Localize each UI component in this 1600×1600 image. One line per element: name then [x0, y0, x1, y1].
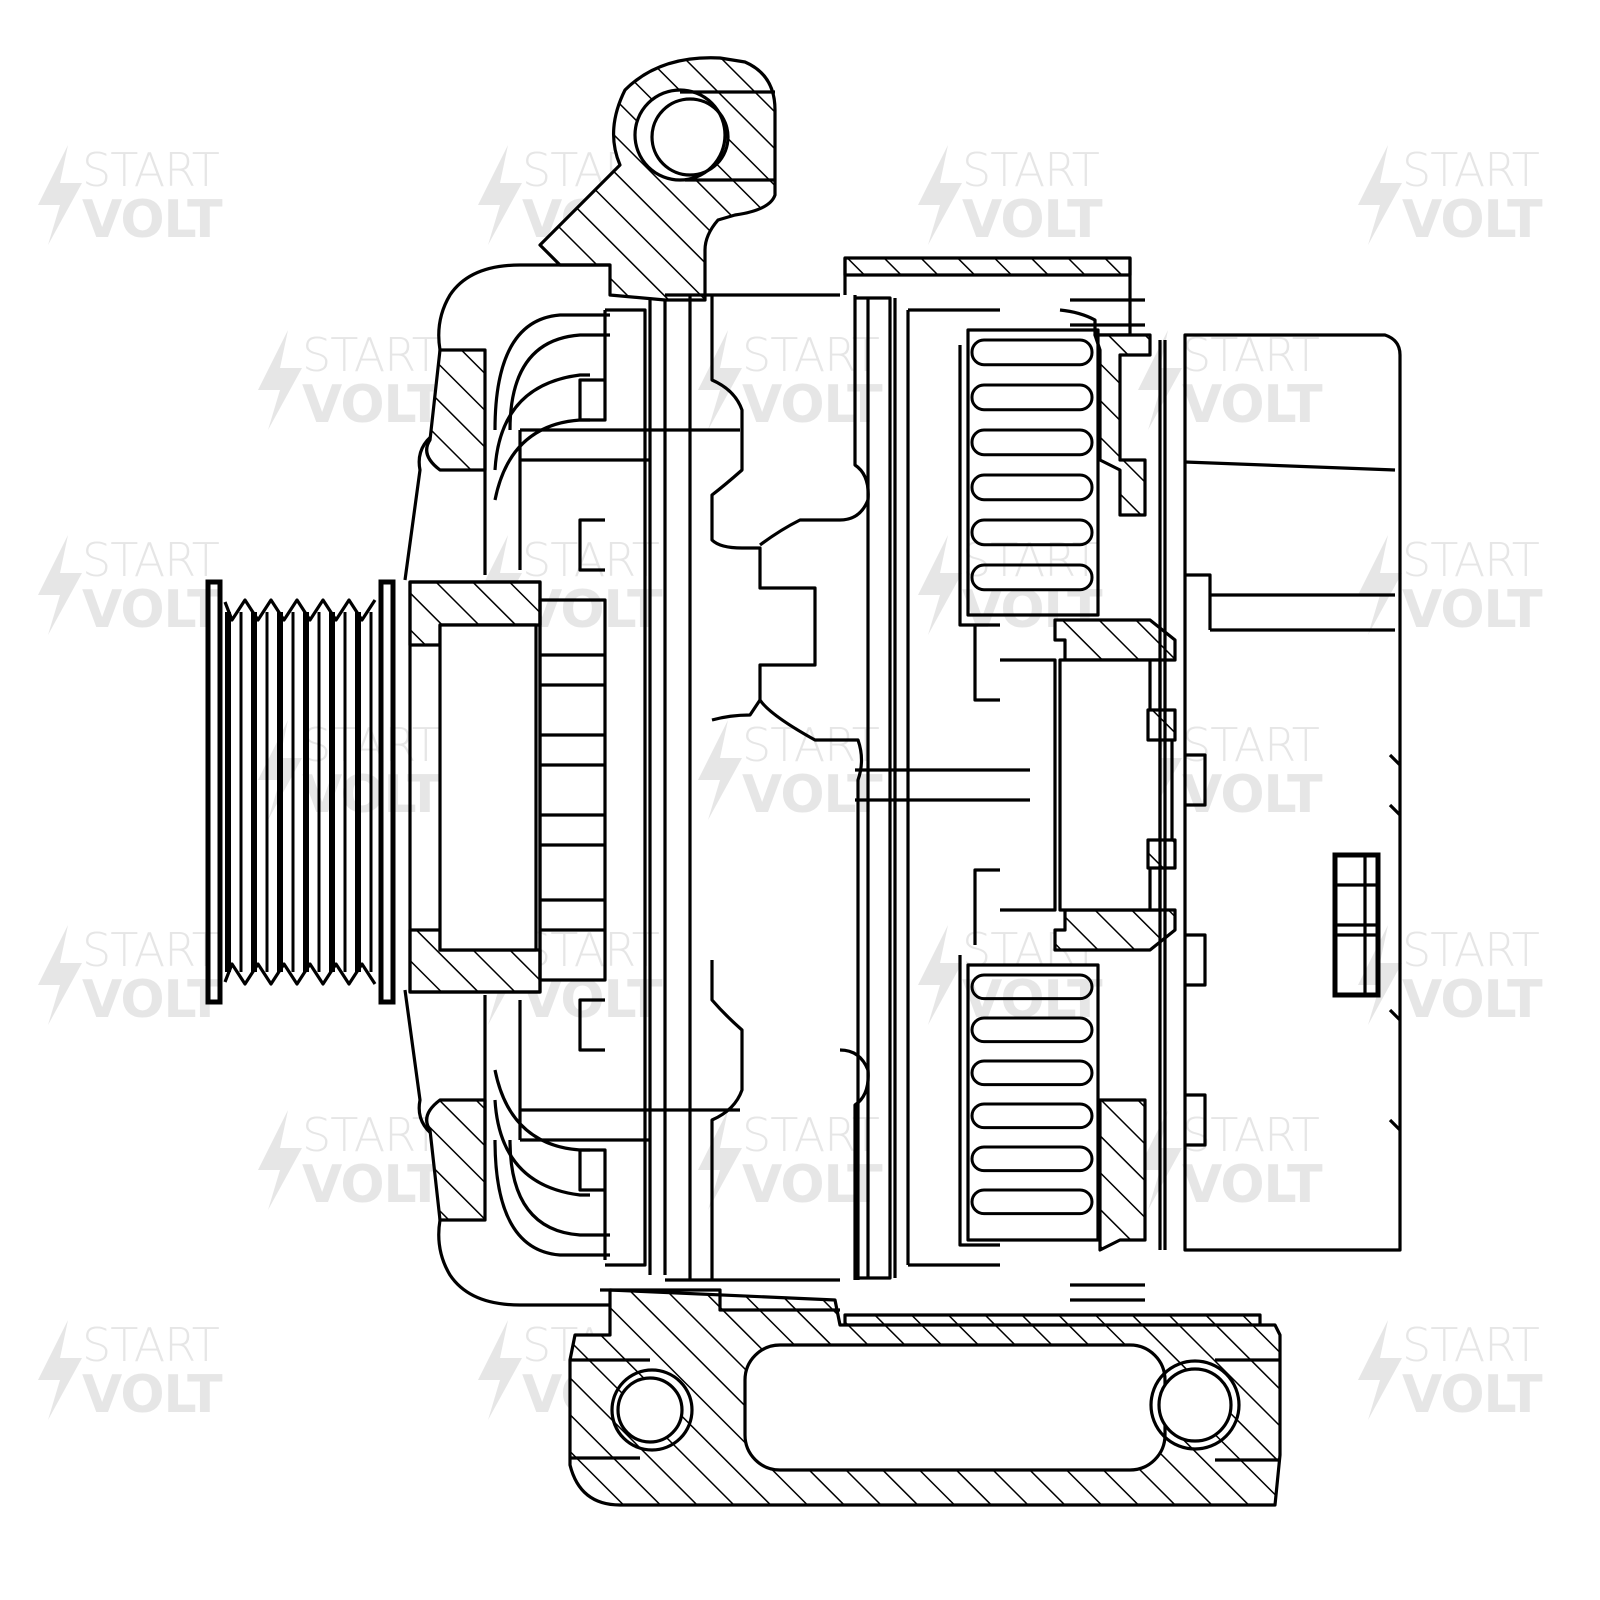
- rear-bearing: [973, 618, 1177, 952]
- rear-housing-top: [843, 256, 1152, 517]
- pulley: [205, 579, 396, 1005]
- front-plates: [605, 293, 840, 1282]
- front-hub: [408, 580, 607, 994]
- rotor: [710, 295, 1030, 1280]
- rear-cover: [1158, 333, 1402, 1252]
- stator-rings: [855, 296, 1000, 1280]
- stator-winding-lower: [958, 955, 1100, 1247]
- stator-winding-upper: [958, 328, 1100, 627]
- front-bracket: [403, 263, 740, 1307]
- upper-mount-ear: [538, 56, 777, 302]
- lower-mount-foot: [568, 1288, 1282, 1507]
